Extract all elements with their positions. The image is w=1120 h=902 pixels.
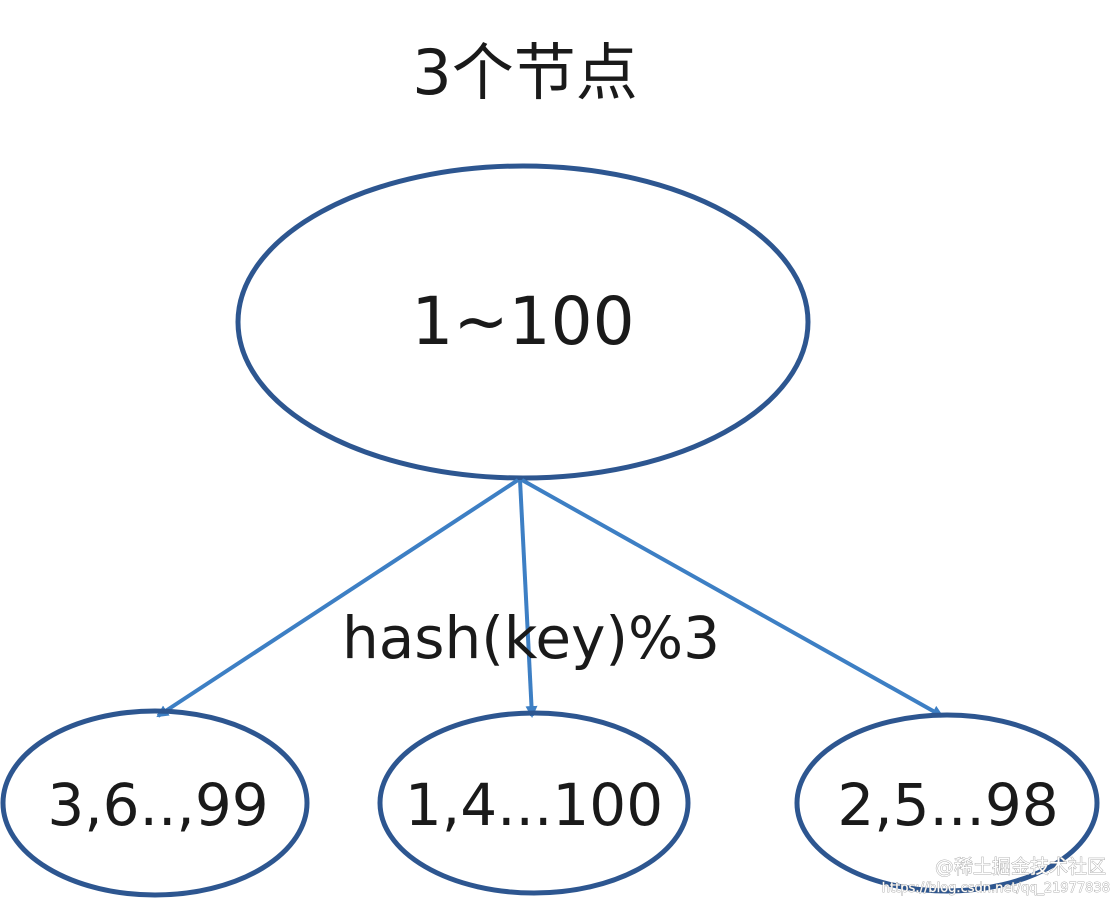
leaf-node-left: 3,6..,99 bbox=[0, 708, 310, 898]
edge-middle bbox=[518, 479, 538, 718]
root-node-label: 1~100 bbox=[411, 283, 634, 360]
root-node: 1~100 bbox=[235, 163, 811, 481]
leaf-node-right-ellipse bbox=[794, 712, 1100, 894]
diagram-title: 3个节点 bbox=[412, 36, 637, 109]
watermark-main: @稀土掘金技术社区 bbox=[935, 856, 1106, 878]
leaf-node-left-ellipse bbox=[0, 708, 310, 898]
leaf-node-middle-ellipse bbox=[377, 710, 691, 896]
watermark-url: https://blog.csdn.net/qq_21977838 bbox=[882, 881, 1110, 896]
edge-left bbox=[156, 478, 520, 718]
watermark: @稀土掘金技术社区 https://blog.csdn.net/qq_21977… bbox=[881, 856, 1110, 897]
edges bbox=[156, 478, 944, 718]
leaf-node-right: 2,5...98 bbox=[794, 712, 1100, 894]
edge-label: hash(key)%3 bbox=[342, 604, 720, 672]
leaf-node-right-label: 2,5...98 bbox=[837, 771, 1058, 839]
leaf-node-middle: 1,4...100 bbox=[377, 710, 691, 896]
root-node-ellipse bbox=[235, 163, 811, 481]
edge-right bbox=[521, 478, 944, 718]
leaf-node-middle-label: 1,4...100 bbox=[405, 771, 663, 839]
leaf-node-left-label: 3,6..,99 bbox=[47, 771, 268, 839]
